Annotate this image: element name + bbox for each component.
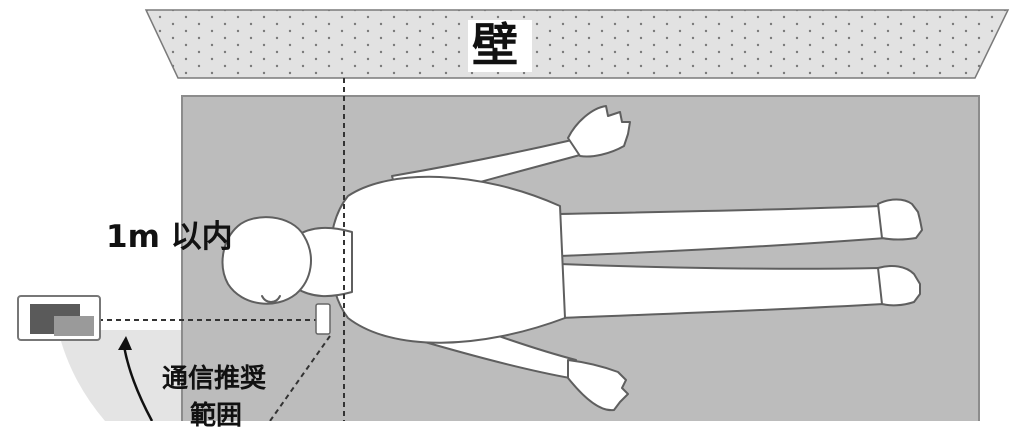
range-label-line2: 範囲 bbox=[190, 403, 242, 429]
wall-icon bbox=[146, 10, 1008, 78]
wall-label: 壁 bbox=[472, 22, 518, 68]
wall-distance-diagram: 壁 1m 以内 通信推奨 範囲 bbox=[0, 0, 1012, 421]
sensor-tag-icon bbox=[316, 304, 330, 334]
distance-label: 1m 以内 bbox=[106, 222, 233, 253]
reader-device-icon bbox=[18, 296, 100, 340]
range-label-line1: 通信推奨 bbox=[162, 366, 266, 392]
